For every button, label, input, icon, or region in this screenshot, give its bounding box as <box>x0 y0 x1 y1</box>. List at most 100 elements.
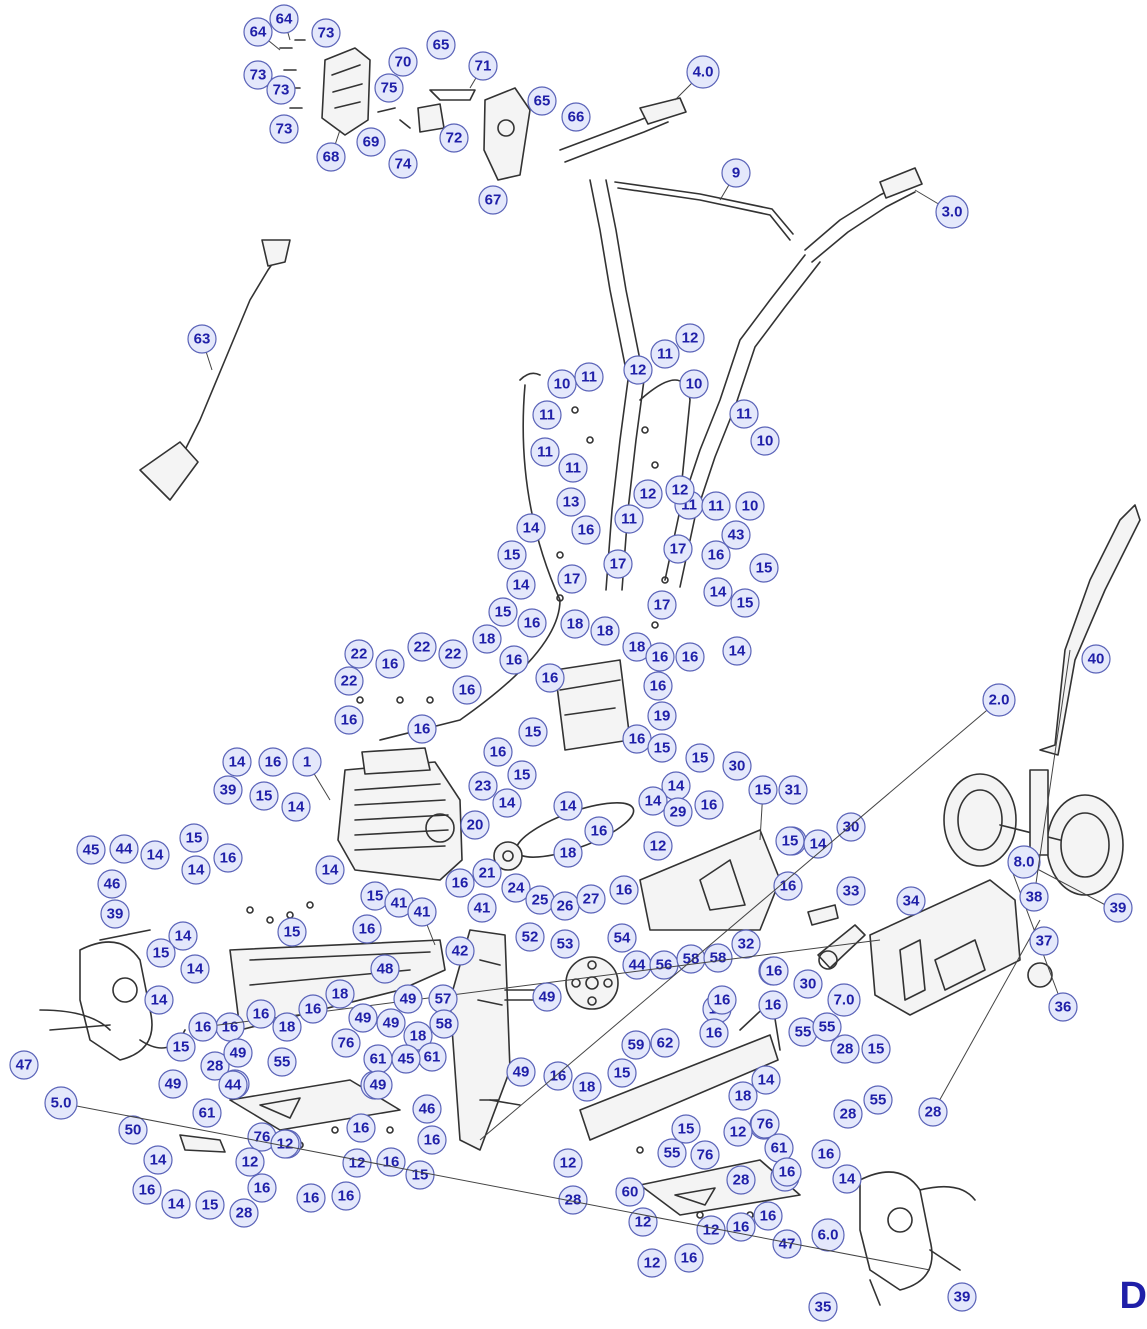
tensioner-part-7.0 <box>817 924 866 969</box>
callout-badge <box>553 838 583 868</box>
callout-label: 55 <box>274 1054 291 1071</box>
callout-badge <box>499 645 529 675</box>
callout-badge <box>497 540 527 570</box>
frame-part-59 <box>579 1034 779 1141</box>
callout-label: 12 <box>349 1155 366 1172</box>
callout-label: 16 <box>708 547 725 564</box>
callout-badge <box>269 114 299 144</box>
callout-label: 41 <box>391 895 408 912</box>
callout-badge <box>97 869 127 899</box>
callout-label: 41 <box>414 904 431 921</box>
callout-label: 71 <box>475 58 492 75</box>
callout-label: 13 <box>563 494 580 511</box>
callout-label: 31 <box>785 782 802 799</box>
callout-badge <box>146 938 176 968</box>
callout-label: 16 <box>779 1164 796 1181</box>
callout-badge <box>1048 992 1078 1022</box>
callout-label: 15 <box>755 782 772 799</box>
callout-label: 22 <box>414 639 431 656</box>
callout-label: 19 <box>654 708 671 725</box>
pulley-part-23 <box>493 841 523 871</box>
callout-label: 15 <box>495 604 512 621</box>
callout-label: 16 <box>253 1006 270 1023</box>
callout-badge <box>637 1248 667 1278</box>
callout-label: 14 <box>839 1171 856 1188</box>
callout-label: 16 <box>733 1219 750 1236</box>
callout-label: 61 <box>424 1049 441 1066</box>
callout-badge <box>348 1003 378 1033</box>
callout-label: 15 <box>173 1039 190 1056</box>
callout-label: 14 <box>560 798 577 815</box>
callout-badge <box>249 781 279 811</box>
callout-label: 11 <box>736 406 752 423</box>
callout-label: 22 <box>341 673 358 690</box>
callout-label: 65 <box>534 93 551 110</box>
callout-label: 16 <box>766 963 783 980</box>
callout-badge <box>488 597 518 627</box>
callout-badge <box>675 642 705 672</box>
callout-badge <box>778 775 808 805</box>
callout-badge <box>507 760 537 790</box>
callout-label: 9 <box>732 165 740 182</box>
callout-badge <box>571 515 601 545</box>
cap-part-35 <box>1027 962 1053 988</box>
callout-label: 15 <box>737 595 754 612</box>
callout-label: 57 <box>435 991 452 1008</box>
callout-badge <box>417 1125 447 1155</box>
callout-badge <box>438 639 468 669</box>
callout-label: 37 <box>1036 933 1053 950</box>
callout-label: 27 <box>583 891 600 908</box>
callout-badge <box>246 999 276 1029</box>
callout-badge <box>861 1034 891 1064</box>
callout-label: 16 <box>490 744 507 761</box>
callout-badge <box>168 921 198 951</box>
callout-label: 16 <box>578 522 595 539</box>
callout-badge <box>690 1140 720 1170</box>
callout-label: 11 <box>708 498 724 515</box>
callout-badge <box>723 1117 753 1147</box>
callout-label: 45 <box>83 842 100 859</box>
callout-label: 14 <box>288 799 305 816</box>
callout-badge <box>1007 845 1041 879</box>
crossbar-part-9 <box>617 187 791 241</box>
callout-label: 68 <box>323 149 340 166</box>
callout-label: 70 <box>395 54 412 71</box>
callout-badge <box>506 1057 536 1087</box>
callout-label: 16 <box>542 670 559 687</box>
callout-label: 16 <box>338 1188 355 1205</box>
callout-label: 12 <box>635 1214 652 1231</box>
callout-badge <box>478 185 508 215</box>
callout-badge <box>370 954 400 984</box>
callout-badge <box>468 771 498 801</box>
callout-badge <box>376 1008 406 1038</box>
callout-label: 47 <box>16 1057 33 1074</box>
callout-label: 16 <box>706 1025 723 1042</box>
callout-label: 16 <box>459 682 476 699</box>
pulley-part-54 <box>565 956 619 1010</box>
callout-badge <box>748 775 778 805</box>
callout-badge <box>543 1061 573 1091</box>
callout-label: 61 <box>370 1051 387 1068</box>
callout-label: 26 <box>557 898 574 915</box>
callout-badge <box>166 1032 196 1062</box>
callout-badge <box>607 1058 637 1088</box>
callout-label: 45 <box>398 1051 415 1068</box>
callout-label: 22 <box>351 646 368 663</box>
callout-badge <box>647 733 677 763</box>
callout-label: 54 <box>614 930 631 947</box>
callout-badge <box>492 788 522 818</box>
callout-label: 16 <box>139 1182 156 1199</box>
callout-badge <box>827 983 861 1017</box>
callout-badge <box>663 797 693 827</box>
callout-badge <box>352 914 382 944</box>
callout-label: 16 <box>616 882 633 899</box>
callout-badge <box>243 17 273 47</box>
callout-label: 76 <box>697 1147 714 1164</box>
callout-badge <box>346 1113 376 1143</box>
callout-label: 33 <box>843 883 860 900</box>
callout-label: 17 <box>564 571 581 588</box>
callout-leader-line <box>60 1102 931 1271</box>
callout-label: 16 <box>265 754 282 771</box>
callout-label: 25 <box>532 892 549 909</box>
